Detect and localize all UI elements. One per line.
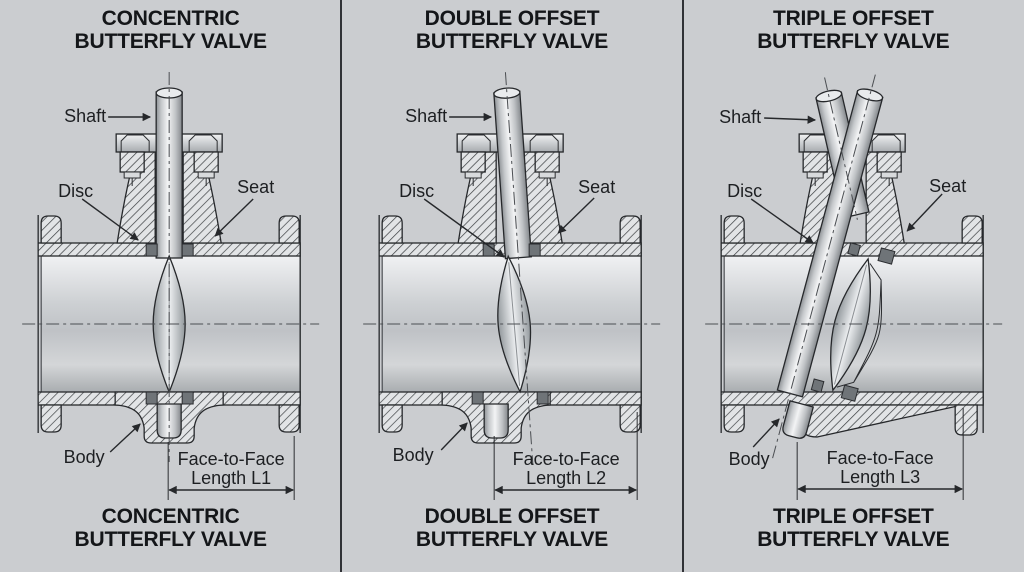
title-line-1: TRIPLE OFFSET — [772, 7, 934, 30]
triple-offset-valve-drawing: Shaft Disc Seat Body Face-to-Face Length… — [704, 74, 1002, 500]
body-label: Body — [393, 445, 434, 465]
body-label: Body — [728, 449, 769, 469]
top-title-concentric: CONCENTRIC BUTTERFLY VALVE — [0, 7, 341, 53]
bottom-title-triple-offset: TRIPLE OFFSET BUTTERFLY VALVE — [683, 505, 1024, 551]
panel-concentric: CONCENTRIC BUTTERFLY VALVE Shaft Disc Se… — [0, 0, 341, 572]
dimension-label-line2: Length L3 — [840, 467, 920, 487]
dimension-label-line2: Length L1 — [191, 468, 271, 488]
title-line-2: BUTTERFLY VALVE — [415, 528, 609, 551]
dimension-label-line1: Face-to-Face — [513, 449, 620, 469]
shaft-label: Shaft — [405, 106, 447, 126]
top-title-triple-offset: TRIPLE OFFSET BUTTERFLY VALVE — [683, 7, 1024, 53]
title-line-2: BUTTERFLY VALVE — [757, 528, 950, 551]
dimension-label-line1: Face-to-Face — [178, 449, 285, 469]
seat-label: Seat — [237, 177, 274, 197]
shaft-label: Shaft — [64, 106, 106, 126]
title-line-2: BUTTERFLY VALVE — [415, 30, 609, 53]
bottom-title-double-offset: DOUBLE OFFSET BUTTERFLY VALVE — [341, 505, 682, 551]
panel-divider — [340, 0, 342, 572]
disc-label: Disc — [58, 181, 93, 201]
dimension-label-line1: Face-to-Face — [826, 448, 933, 468]
seat-label: Seat — [578, 177, 615, 197]
double-offset-valve-drawing: Shaft Disc Seat Body Face-to-Face Length… — [363, 72, 661, 500]
title-line-1: TRIPLE OFFSET — [772, 505, 934, 528]
body-label: Body — [64, 447, 105, 467]
title-line-1: CONCENTRIC — [101, 505, 240, 528]
title-line-2: BUTTERFLY VALVE — [74, 528, 267, 551]
disc-label: Disc — [727, 181, 762, 201]
top-title-double-offset: DOUBLE OFFSET BUTTERFLY VALVE — [341, 7, 682, 53]
panel-triple-offset: TRIPLE OFFSET BUTTERFLY VALVE Shaft Disc… — [683, 0, 1024, 572]
seat-label: Seat — [929, 176, 966, 196]
panel-double-offset: DOUBLE OFFSET BUTTERFLY VALVE Shaft Disc… — [341, 0, 682, 572]
title-line-2: BUTTERFLY VALVE — [74, 30, 267, 53]
title-line-1: CONCENTRIC — [101, 7, 240, 30]
title-line-2: BUTTERFLY VALVE — [757, 30, 950, 53]
shaft-label: Shaft — [719, 107, 761, 127]
title-line-1: DOUBLE OFFSET — [424, 7, 600, 30]
bottom-title-concentric: CONCENTRIC BUTTERFLY VALVE — [0, 505, 341, 551]
disc-label: Disc — [399, 181, 434, 201]
panel-divider — [682, 0, 684, 572]
title-line-1: DOUBLE OFFSET — [424, 505, 600, 528]
concentric-valve-drawing: Shaft Disc Seat Body Face-to-Face Length… — [22, 72, 320, 500]
dimension-label-line2: Length L2 — [526, 468, 606, 488]
